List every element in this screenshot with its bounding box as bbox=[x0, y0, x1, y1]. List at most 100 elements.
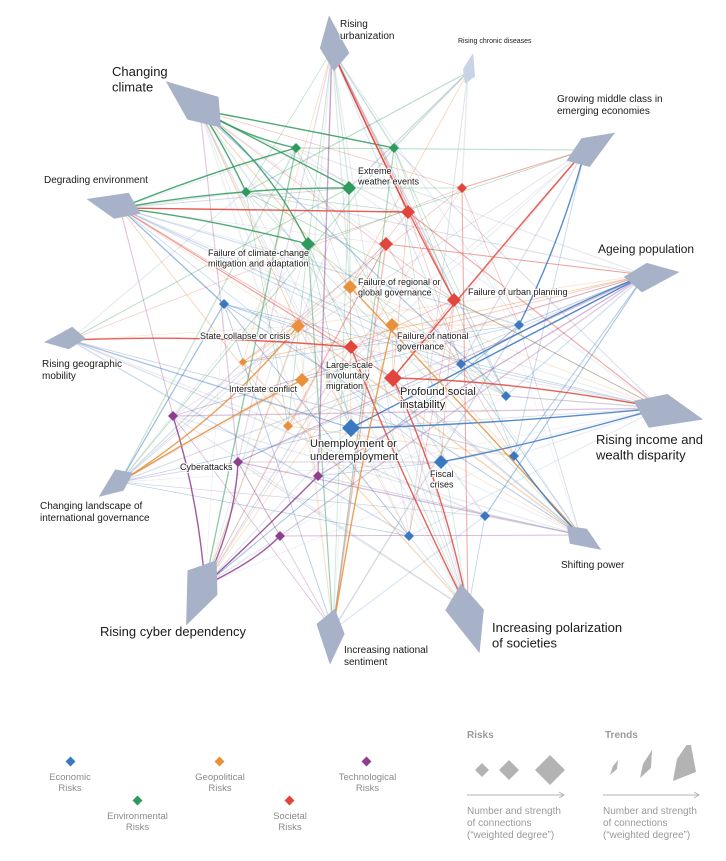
connection-line bbox=[237, 461, 334, 631]
connection-line bbox=[350, 427, 581, 536]
connection-line bbox=[505, 395, 661, 409]
strong-connection-line bbox=[204, 475, 319, 586]
risk-r21-diamond bbox=[168, 411, 178, 421]
risk-r3-diamond bbox=[342, 181, 356, 195]
strong-connection-line bbox=[350, 274, 646, 429]
connection-line bbox=[460, 363, 581, 536]
strong-connection-line bbox=[350, 407, 661, 429]
connection-line bbox=[119, 243, 387, 483]
strong-connection-line bbox=[119, 379, 303, 483]
connection-line bbox=[332, 324, 520, 631]
connection-line bbox=[199, 109, 299, 327]
connection-line bbox=[204, 425, 289, 586]
risk-r29-diamond bbox=[275, 531, 285, 541]
strong-connection-line bbox=[392, 377, 661, 409]
connection-line bbox=[119, 207, 442, 463]
trend-middle-shape bbox=[566, 132, 616, 167]
connection-line bbox=[199, 109, 455, 301]
connection-line bbox=[408, 299, 455, 537]
connection-line bbox=[119, 207, 352, 348]
connection-line bbox=[331, 49, 462, 365]
connection-line bbox=[172, 415, 469, 611]
connection-line bbox=[199, 109, 387, 245]
trend-ageing-shape bbox=[623, 262, 680, 293]
connection-line bbox=[69, 325, 299, 341]
strong-connection-line bbox=[460, 274, 646, 365]
connection-line bbox=[204, 187, 463, 586]
legend-technological-marker bbox=[361, 756, 372, 767]
connection-line bbox=[119, 207, 299, 327]
legend-societal-marker bbox=[284, 795, 295, 806]
connection-line bbox=[317, 274, 646, 477]
risk-r13-diamond bbox=[385, 318, 399, 332]
connection-line bbox=[518, 324, 581, 536]
connection-line bbox=[350, 274, 646, 348]
risk-r28-diamond bbox=[480, 511, 490, 521]
connection-line bbox=[172, 407, 661, 417]
strong-connection-line bbox=[69, 337, 352, 348]
connection-line bbox=[204, 243, 387, 586]
risk-r23-diamond bbox=[342, 419, 360, 437]
connection-line bbox=[295, 147, 469, 611]
connection-line bbox=[199, 109, 239, 463]
connection-line bbox=[461, 71, 469, 189]
connection-line bbox=[348, 71, 469, 189]
trend-shifting-label: Shifting power bbox=[561, 560, 625, 571]
connection-line bbox=[513, 407, 661, 457]
connection-line bbox=[331, 49, 351, 288]
risk-r18-diamond bbox=[295, 373, 309, 387]
connection-line bbox=[69, 339, 486, 517]
strong-connection-line bbox=[440, 407, 661, 463]
connection-line bbox=[204, 346, 352, 586]
connection-line bbox=[69, 339, 289, 427]
risk-r12-diamond bbox=[291, 319, 305, 333]
risk-r4-diamond bbox=[457, 183, 467, 193]
connection-line bbox=[307, 243, 334, 631]
connection-line bbox=[245, 71, 469, 193]
connection-line bbox=[237, 461, 581, 536]
risk-r14-diamond bbox=[514, 320, 524, 330]
connection-line bbox=[223, 303, 469, 611]
connection-line bbox=[331, 49, 507, 397]
risk-r7-diamond bbox=[379, 237, 393, 251]
legend-trend-medium-shape bbox=[640, 750, 652, 778]
connection-line bbox=[204, 395, 507, 586]
connection-line bbox=[242, 361, 469, 611]
strong-connection-line bbox=[392, 377, 469, 611]
trend-chronic-shape bbox=[463, 52, 476, 84]
connection-line bbox=[223, 303, 352, 348]
risk-r15-diamond bbox=[344, 340, 358, 354]
risk-r19-diamond bbox=[384, 369, 402, 387]
connection-line bbox=[332, 147, 395, 631]
connection-line bbox=[332, 515, 486, 631]
risk-r30-diamond bbox=[404, 531, 414, 541]
trend-ageing-label: Ageing population bbox=[598, 242, 694, 256]
connection-line bbox=[297, 325, 581, 536]
risk-r2-diamond bbox=[389, 143, 399, 153]
connection-line bbox=[295, 147, 661, 409]
connection-line bbox=[204, 455, 515, 586]
connection-line bbox=[119, 286, 351, 483]
trend-nodes bbox=[44, 15, 704, 665]
connection-line bbox=[237, 461, 281, 537]
trend-polar-shape bbox=[445, 583, 484, 654]
connection-line bbox=[297, 274, 646, 327]
connection-line bbox=[199, 109, 410, 537]
connection-line bbox=[69, 339, 410, 537]
connection-line bbox=[440, 407, 661, 463]
connection-line bbox=[301, 274, 646, 381]
strong-connection-line bbox=[331, 49, 409, 213]
connection-line bbox=[484, 515, 581, 536]
connection-line bbox=[461, 149, 586, 189]
connection-line bbox=[301, 379, 661, 409]
connection-line bbox=[297, 325, 469, 611]
